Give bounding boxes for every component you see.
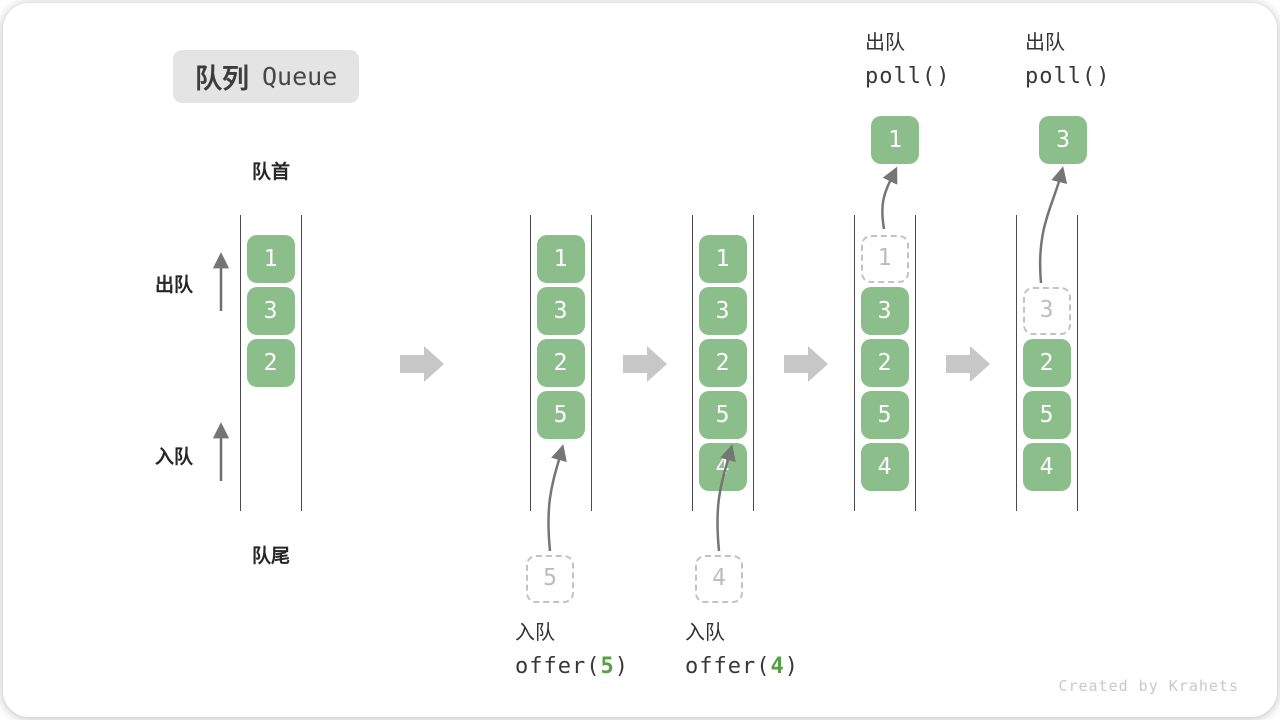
- dequeued-value-box: 1: [871, 116, 919, 164]
- dequeue-op-code: poll(): [1025, 64, 1111, 89]
- queue-slot: 3: [536, 287, 585, 335]
- queue-slot: 1: [860, 235, 909, 283]
- label-queue-rear: 队尾: [251, 546, 290, 567]
- enqueue-op-code: offer(5): [515, 654, 629, 679]
- dequeue-op-label: 出队 poll(): [1025, 31, 1110, 89]
- dequeue-op-label: 出队 poll(): [865, 31, 950, 89]
- dequeue-op-zh: 出队: [865, 32, 905, 54]
- queue-slot: 4: [860, 443, 909, 491]
- curved-arrow-icon: [716, 444, 736, 552]
- enqueue-value-box: 5: [526, 555, 574, 603]
- queue-slot: 2: [246, 339, 295, 387]
- enqueue-op-zh: 入队: [685, 622, 725, 644]
- next-state-arrow-icon: [784, 346, 828, 382]
- title-en: Queue: [262, 62, 338, 91]
- title-badge: 队列 Queue: [173, 50, 360, 103]
- queue-slot: 3: [698, 287, 747, 335]
- enqueue-arg: 5: [600, 654, 615, 679]
- queue-slot: 1: [246, 235, 295, 283]
- enqueue-op-label: 入队 offer(5): [515, 621, 629, 679]
- dequeued-value-box: 3: [1039, 116, 1087, 164]
- queue-slot: 5: [698, 391, 747, 439]
- curved-arrow-icon: [1038, 166, 1068, 284]
- enqueue-op-code: offer(4): [685, 654, 799, 679]
- enqueue-op-label: 入队 offer(4): [685, 621, 799, 679]
- enqueue-op-zh: 入队: [515, 622, 555, 644]
- queue-slot: 2: [1022, 339, 1071, 387]
- next-state-arrow-icon: [400, 346, 444, 382]
- dequeue-op-zh: 出队: [1025, 32, 1065, 54]
- queue-slot: 2: [860, 339, 909, 387]
- dequeue-up-arrow-icon: [212, 252, 230, 311]
- enqueue-arg: 4: [770, 654, 785, 679]
- enqueue-value-box: 4: [695, 555, 743, 603]
- label-enqueue: 入队: [155, 447, 194, 468]
- queue-slot: 1: [698, 235, 747, 283]
- queue-slot: 5: [536, 391, 585, 439]
- title-zh: 队列: [195, 64, 249, 94]
- label-dequeue: 出队: [155, 275, 194, 296]
- dequeue-op-code: poll(): [865, 64, 951, 89]
- queue-slot: 2: [698, 339, 747, 387]
- curved-arrow-icon: [547, 444, 567, 552]
- queue-slot: 4: [1022, 443, 1071, 491]
- curved-arrow-icon: [881, 166, 898, 230]
- next-state-arrow-icon: [623, 346, 667, 382]
- queue-slot: 3: [860, 287, 909, 335]
- watermark: Created by Krahets: [1058, 677, 1239, 695]
- queue-slot: 3: [1022, 287, 1071, 335]
- queue-slot: 2: [536, 339, 585, 387]
- next-state-arrow-icon: [946, 346, 990, 382]
- queue-slot: 1: [536, 235, 585, 283]
- enqueue-up-arrow-icon: [212, 422, 230, 481]
- queue-slot: 5: [860, 391, 909, 439]
- queue-slot: 5: [1022, 391, 1071, 439]
- queue-slot: 3: [246, 287, 295, 335]
- label-queue-front: 队首: [251, 162, 290, 183]
